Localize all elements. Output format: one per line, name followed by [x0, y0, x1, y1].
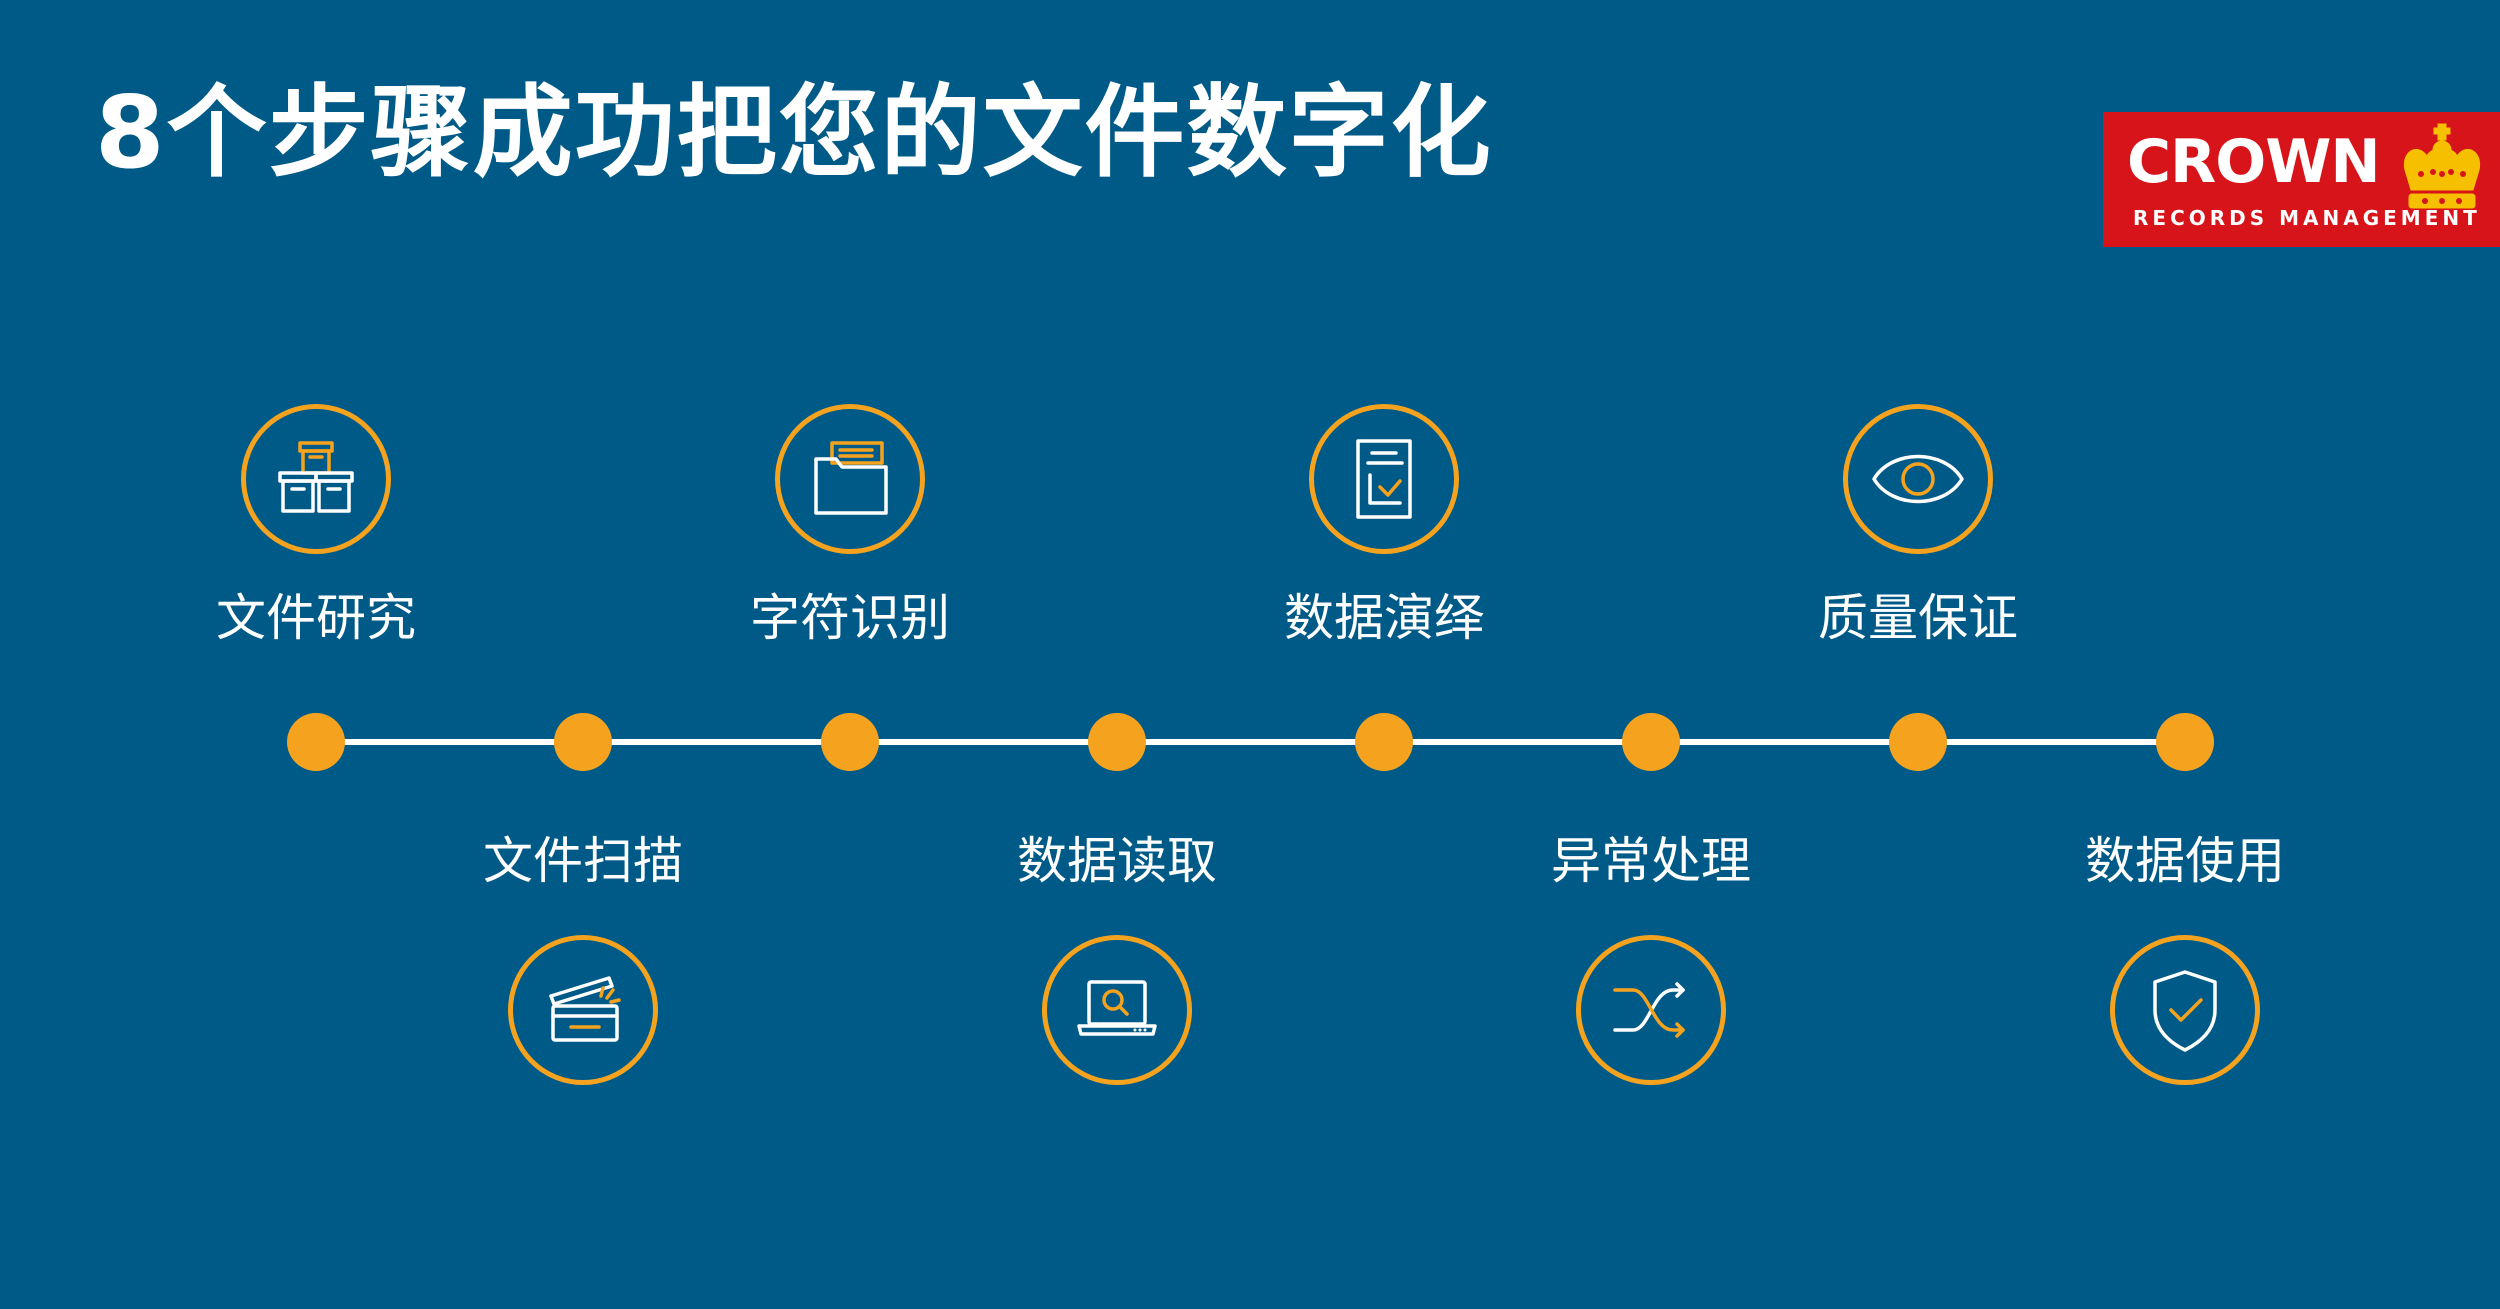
step-1-label: 文件研究 — [216, 589, 416, 647]
shield-check-icon — [2153, 970, 2217, 1052]
step-3-icon-circle — [775, 404, 925, 554]
step-4-icon-circle — [1042, 935, 1192, 1085]
crown-logo: CROWN RECORDS MANAGEMENT — [2103, 112, 2500, 247]
shuffle-icon — [1613, 982, 1685, 1038]
timeline-dot-4 — [1088, 713, 1146, 771]
step-5-label: 数据演绎 — [1284, 589, 1484, 647]
step-8-label: 数据使用 — [2085, 832, 2285, 890]
step-1-icon-circle — [241, 404, 391, 554]
step-6-icon-circle — [1576, 935, 1726, 1085]
timeline-dot-2 — [554, 713, 612, 771]
step-4-label: 数据读取 — [1017, 832, 1217, 890]
crown-icon — [2403, 123, 2481, 209]
timeline-dot-7 — [1889, 713, 1947, 771]
eye-icon — [1872, 454, 1964, 504]
timeline-line — [316, 739, 2184, 745]
logo-wordmark: CROWN — [2127, 127, 2381, 197]
step-7-icon-circle — [1843, 404, 1993, 554]
step-2-icon-circle — [508, 935, 658, 1085]
step-7-label: 质量保证 — [1818, 589, 2018, 647]
timeline-dot-5 — [1355, 713, 1413, 771]
logo-subtitle: RECORDS MANAGEMENT — [2133, 206, 2481, 230]
timeline-dot-8 — [2156, 713, 2214, 771]
step-2-label: 文件扫描 — [483, 832, 683, 890]
step-3-label: 字符识别 — [750, 589, 950, 647]
document-check-icon — [1356, 439, 1412, 519]
scanner-icon — [549, 976, 621, 1042]
folder-icon — [814, 441, 888, 515]
timeline-dot-6 — [1622, 713, 1680, 771]
laptop-search-icon — [1077, 980, 1157, 1036]
timeline-dot-1 — [287, 713, 345, 771]
timeline-dot-3 — [821, 713, 879, 771]
page-title: 8个步骤成功把您的文件数字化 — [95, 74, 1493, 191]
boxes-icon — [278, 441, 354, 513]
step-8-icon-circle — [2110, 935, 2260, 1085]
step-5-icon-circle — [1309, 404, 1459, 554]
step-6-label: 异常处理 — [1551, 832, 1751, 890]
